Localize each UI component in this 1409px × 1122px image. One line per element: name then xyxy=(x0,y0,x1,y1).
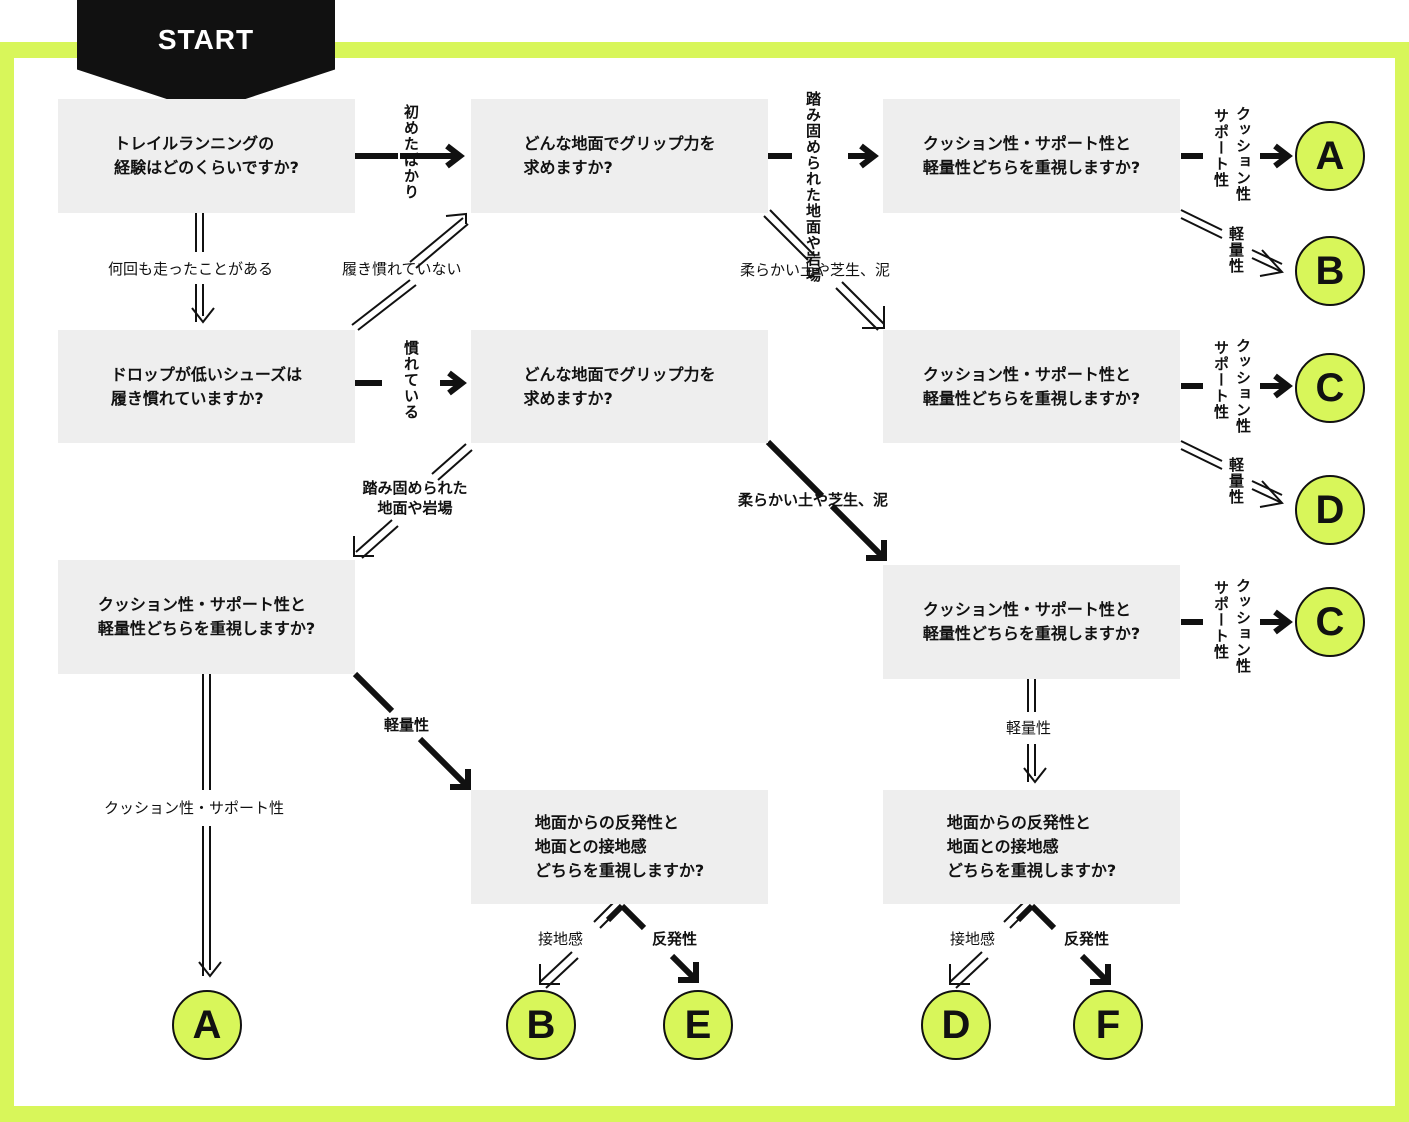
result-a-bottom: A xyxy=(172,990,242,1060)
question-cushion-3-text: クッション性・サポート性と 軽量性どちらを重視しますか? xyxy=(922,600,1141,643)
question-cushion-1-text: クッション性・サポート性と 軽量性どちらを重視しますか? xyxy=(922,134,1141,177)
label-first-time: 初めたばかり xyxy=(402,104,420,200)
question-cushion-2-text: クッション性・サポート性と 軽量性どちらを重視しますか? xyxy=(922,364,1141,408)
label-packed-2: 踏み固められた 地面や岩場 xyxy=(362,479,468,517)
label-cushion-a: クッション性 xyxy=(1234,106,1252,202)
question-grip-1-text: どんな地面でグリップ力を 求めますか? xyxy=(523,134,716,177)
result-b-top: B xyxy=(1295,236,1365,306)
label-soft-1: 柔らかい土や芝生、泥 xyxy=(740,261,891,279)
question-experience: トレイルランニングの 経験はどのくらいですか? xyxy=(58,99,355,213)
result-b-bottom: B xyxy=(506,990,576,1060)
result-a-top: A xyxy=(1295,121,1365,191)
result-d-bottom: D xyxy=(921,990,991,1060)
label-cushion-c2: クッション性 xyxy=(1234,578,1252,674)
question-rebound-2-text: 地面からの反発性と 地面との接地感 どちらを重視しますか? xyxy=(946,813,1117,880)
question-grip-2: どんな地面でグリップ力を 求めますか? xyxy=(471,330,768,443)
label-light-b: 軽量性 xyxy=(1227,226,1245,274)
question-cushion-1: クッション性・サポート性と 軽量性どちらを重視しますか? xyxy=(883,99,1180,213)
result-e-bottom: E xyxy=(663,990,733,1060)
result-d-mid: D xyxy=(1295,475,1365,545)
question-drop: ドロップが低いシューズは 履き慣れていますか? xyxy=(58,330,355,443)
question-cushion-2: クッション性・サポート性と 軽量性どちらを重視しますか? xyxy=(883,330,1180,443)
question-grip-2-text: どんな地面でグリップ力を 求めますか? xyxy=(523,364,716,408)
question-experience-text: トレイルランニングの 経験はどのくらいですか? xyxy=(114,134,299,177)
label-rebound-1: 反発性 xyxy=(652,930,698,948)
question-rebound-1: 地面からの反発性と 地面との接地感 どちらを重視しますか? xyxy=(471,790,768,904)
label-light-left: 軽量性 xyxy=(384,716,430,734)
question-cushion-left: クッション性・サポート性と 軽量性どちらを重視しますか? xyxy=(58,560,355,674)
label-support-c2: サポート性 xyxy=(1212,580,1230,660)
label-light-right: 軽量性 xyxy=(1006,719,1052,737)
label-cushion-c1: クッション性 xyxy=(1234,338,1252,434)
label-contact-1: 接地感 xyxy=(538,930,584,948)
label-many-times: 何回も走ったことがある xyxy=(108,260,274,278)
label-support-a: サポート性 xyxy=(1212,108,1230,188)
question-cushion-left-text: クッション性・サポート性と 軽量性どちらを重視しますか? xyxy=(97,595,316,638)
label-rebound-2: 反発性 xyxy=(1064,930,1110,948)
label-used: 慣れている xyxy=(402,340,420,420)
result-c-mid: C xyxy=(1295,353,1365,423)
result-c-low: C xyxy=(1295,587,1365,657)
start-label: START xyxy=(157,24,255,55)
question-grip-1: どんな地面でグリップ力を 求めますか? xyxy=(471,99,768,213)
label-contact-2: 接地感 xyxy=(950,930,996,948)
question-rebound-2: 地面からの反発性と 地面との接地感 どちらを重視しますか? xyxy=(883,790,1180,904)
label-soft-2: 柔らかい土や芝生、泥 xyxy=(738,491,889,509)
result-f-bottom: F xyxy=(1073,990,1143,1060)
question-drop-text: ドロップが低いシューズは 履き慣れていますか? xyxy=(110,364,303,408)
label-support-c1: サポート性 xyxy=(1212,340,1230,420)
label-not-used: 履き慣れていない xyxy=(342,260,462,278)
double-connectors xyxy=(191,209,1284,989)
label-light-d: 軽量性 xyxy=(1227,457,1245,505)
question-cushion-3: クッション性・サポート性と 軽量性どちらを重視しますか? xyxy=(883,565,1180,679)
label-packed-1: 踏み固められた地面や岩場 xyxy=(804,91,822,283)
label-cushion-support-left: クッション性・サポート性 xyxy=(104,799,285,817)
question-rebound-1-text: 地面からの反発性と 地面との接地感 どちらを重視しますか? xyxy=(534,813,705,880)
